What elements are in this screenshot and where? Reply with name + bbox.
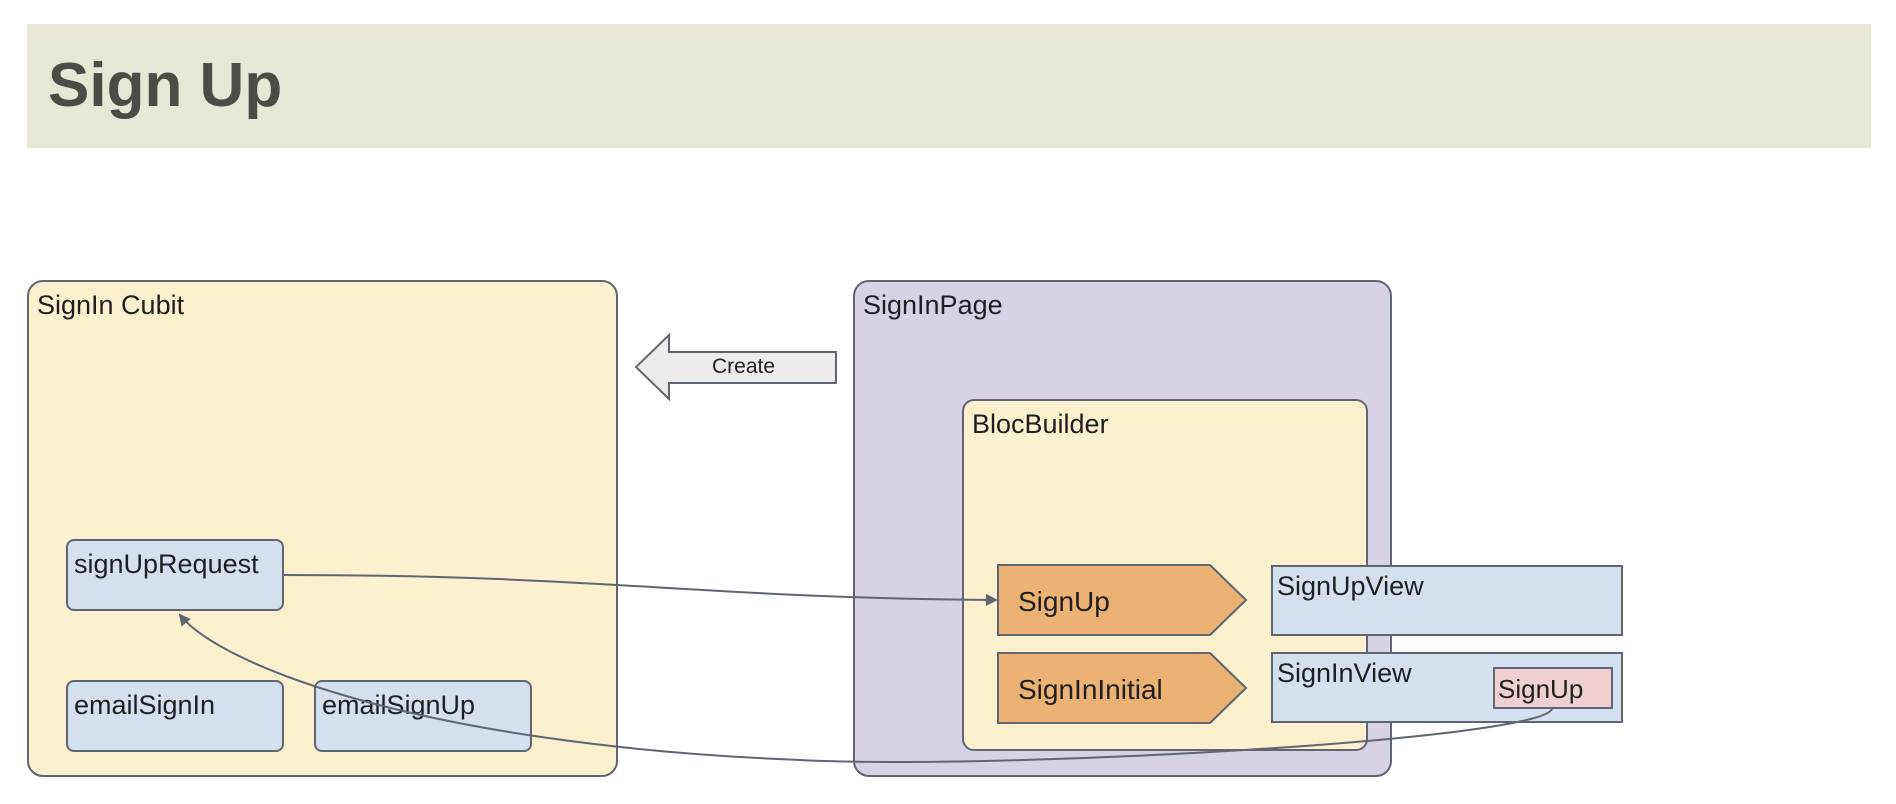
signup-view: SignUpView (1271, 565, 1623, 636)
state-signup-label: SignUp (1018, 586, 1110, 617)
signin-cubit-label: SignIn Cubit (37, 290, 185, 320)
state-signin-initial-shape (997, 652, 1248, 724)
connector-signup-request-to-state (283, 574, 998, 606)
connector-button-to-signup-request (178, 613, 1553, 763)
signin-view-label: SignInView (1277, 658, 1412, 688)
method-signup-request: signUpRequest (66, 539, 284, 611)
header-banner: Sign Up (27, 24, 1871, 148)
create-arrow-label: Create (712, 355, 776, 378)
method-email-signin-label: emailSignIn (74, 690, 216, 720)
method-signup-request-label: signUpRequest (74, 549, 259, 579)
signup-button[interactable]: SignUp (1493, 667, 1613, 709)
signup-button-label: SignUp (1498, 674, 1584, 704)
method-email-signin: emailSignIn (66, 680, 284, 752)
state-signup-shape (997, 564, 1248, 636)
signup-view-label: SignUpView (1277, 571, 1424, 601)
state-signin-initial-label: SignInInitial (1018, 674, 1163, 705)
signin-page-label: SignInPage (863, 290, 1003, 320)
method-email-signup-label: emailSignUp (322, 690, 476, 720)
bloc-builder-label: BlocBuilder (972, 409, 1109, 439)
create-arrow-shape (634, 332, 837, 402)
page-title: Sign Up (48, 51, 283, 120)
